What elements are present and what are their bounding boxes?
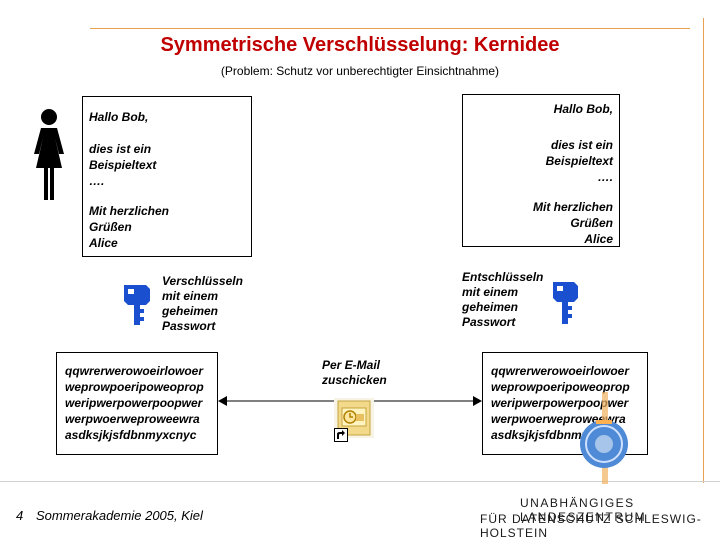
footer-event: Sommerakademie 2005, Kiel bbox=[36, 508, 203, 523]
alice-greeting: Hallo Bob, bbox=[89, 110, 149, 124]
logo-line-2: FÜR DATENSCHUTZ SCHLESWIG-HOLSTEIN bbox=[480, 512, 702, 540]
encrypt-label: Verschlüsseln mit einem geheimen Passwor… bbox=[162, 274, 243, 333]
top-decor-line-right-vertical bbox=[703, 18, 704, 483]
bob-body: dies ist ein Beispieltext …. bbox=[545, 138, 613, 184]
bob-closing: Mit herzlichen Grüßen Alice bbox=[532, 200, 613, 246]
alice-body: dies ist ein Beispieltext …. bbox=[89, 142, 157, 188]
ciphertext-sender: qqwrerwerowoeirlowoer weprowpoeripoweopr… bbox=[56, 352, 218, 455]
decrypt-label: Entschlüsseln mit einem geheimen Passwor… bbox=[462, 270, 544, 329]
bob-greeting: Hallo Bob, bbox=[553, 102, 613, 116]
top-decor-line-left bbox=[90, 28, 690, 29]
email-label: Per E-Mail zuschicken bbox=[322, 358, 387, 387]
slide-title: Symmetrische Verschlüsselung: Kernidee bbox=[160, 34, 560, 56]
key-icon bbox=[124, 285, 150, 325]
alice-letter: Hallo Bob, dies ist ein Beispieltext …. … bbox=[82, 96, 252, 257]
logo-line-1: UNABHÄNGIGES LANDESZENTRUM bbox=[520, 496, 647, 524]
slide-subtitle: (Problem: Schutz vor unberechtigter Eins… bbox=[220, 64, 500, 78]
bottom-decor-line bbox=[0, 481, 720, 482]
ciphertext-receiver: qqwrerwerowoeirlowoer weprowpoeripoweopr… bbox=[482, 352, 648, 455]
alice-closing: Mit herzlichen Grüßen Alice bbox=[89, 204, 170, 250]
logo-seal-icon bbox=[580, 392, 628, 484]
bob-letter: Hallo Bob, dies ist ein Beispieltext …. … bbox=[462, 94, 620, 247]
woman-icon bbox=[34, 109, 64, 200]
key-icon bbox=[553, 282, 578, 324]
page-number: 4 bbox=[16, 508, 24, 523]
shortcut-arrow-icon bbox=[334, 428, 348, 442]
